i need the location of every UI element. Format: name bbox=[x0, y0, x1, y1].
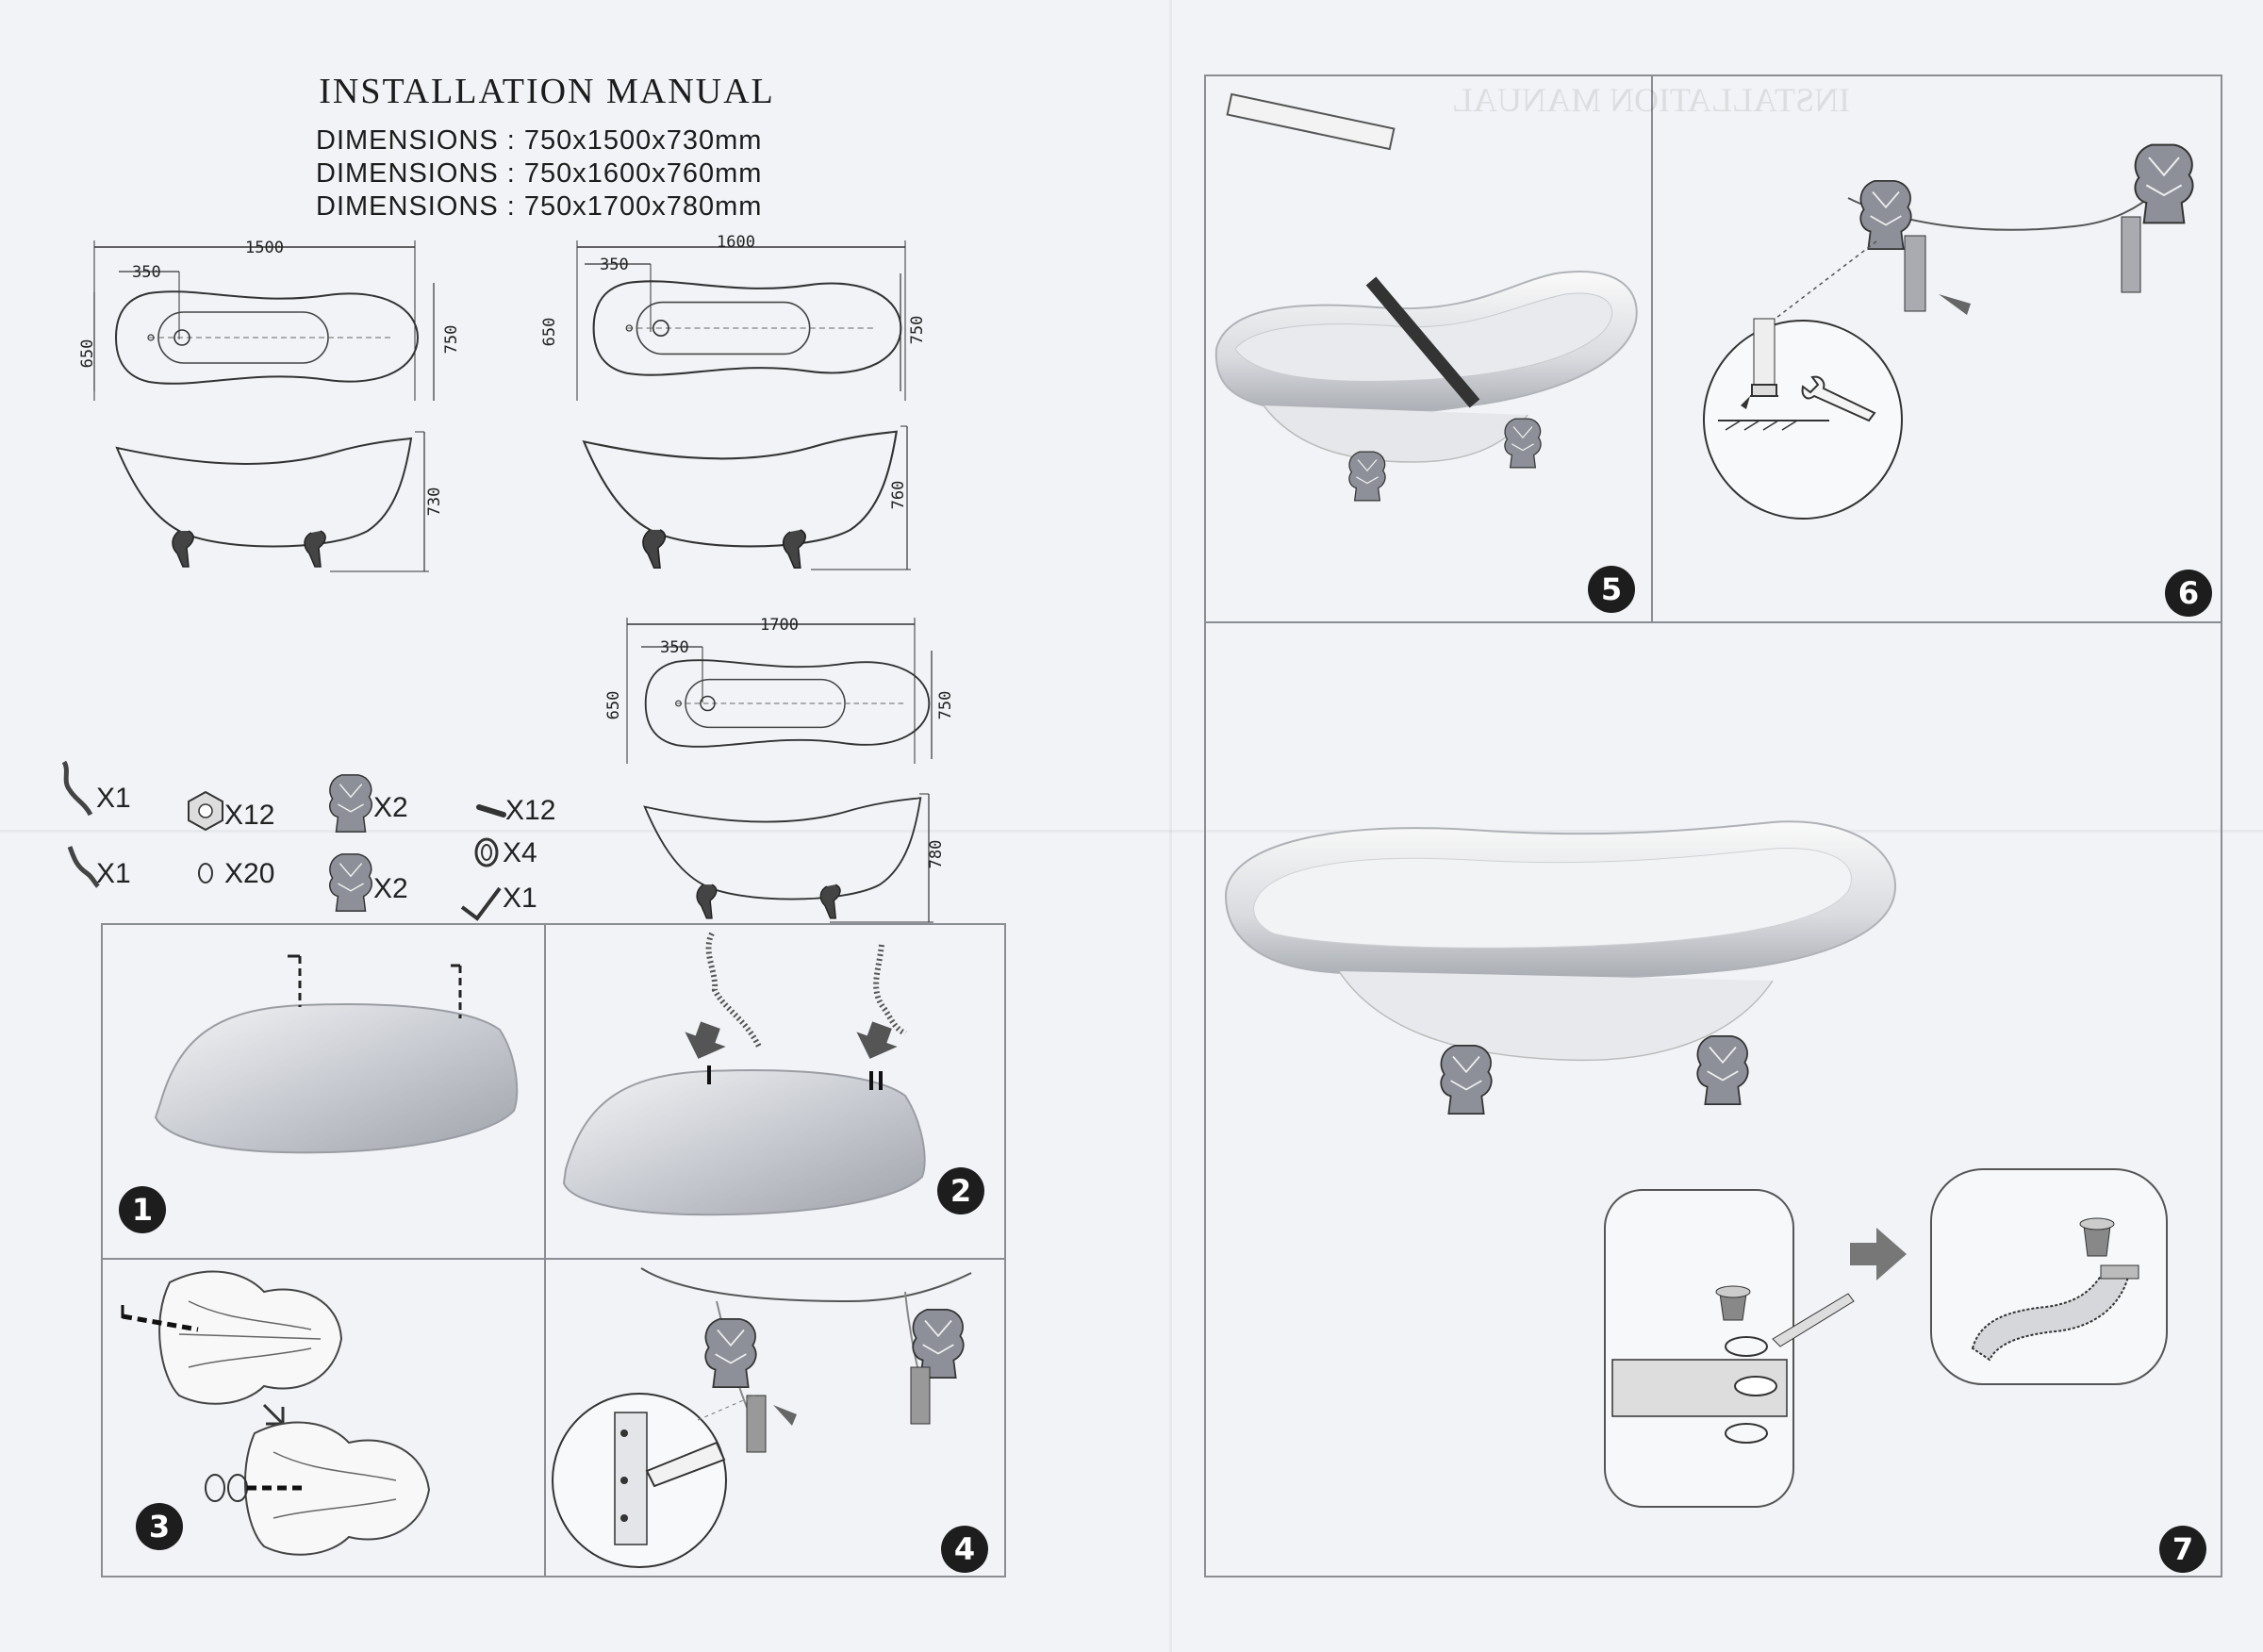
part-qty-feet-a: X2 bbox=[373, 792, 408, 823]
part-qty-rings: X4 bbox=[503, 837, 537, 868]
hex-key-icon bbox=[460, 886, 502, 921]
ring-icon bbox=[474, 837, 499, 867]
manual-title: INSTALLATION MANUAL bbox=[319, 72, 775, 111]
step-5-badge: 5 bbox=[1588, 566, 1635, 613]
drawing-1600-width-outer: 750 bbox=[908, 316, 927, 345]
part-qty-washers: X20 bbox=[224, 858, 275, 889]
fold-line-horizontal bbox=[0, 830, 2263, 833]
step-6-illustration bbox=[1703, 143, 2194, 520]
mirrored-bleed-through: INSTALLATION MANUAL bbox=[1452, 81, 1851, 119]
bolt-icon bbox=[476, 804, 506, 818]
drawing-1500-height: 730 bbox=[425, 487, 444, 517]
part-qty-hex-key: X1 bbox=[503, 883, 537, 914]
wrench-icon bbox=[1801, 375, 1876, 422]
step-4-illustration bbox=[552, 1267, 972, 1568]
part-qty-feet-b: X2 bbox=[373, 873, 408, 904]
fold-line-vertical bbox=[1169, 0, 1172, 1652]
step-6-badge: 6 bbox=[2165, 570, 2212, 617]
dimensions-list: DIMENSIONS : 750x1500x730mm DIMENSIONS :… bbox=[316, 124, 762, 223]
drawing-1600-drain: 350 bbox=[600, 256, 629, 274]
drawing-1700-width-inner: 650 bbox=[604, 691, 623, 720]
drawing-1600-height: 760 bbox=[889, 481, 908, 510]
parts-icons bbox=[61, 760, 506, 921]
steps-grid-left bbox=[101, 923, 1006, 1578]
part-qty-drain-pipe-a: X1 bbox=[96, 783, 131, 814]
washer-icon bbox=[198, 863, 213, 884]
dimension-line-3: DIMENSIONS : 750x1700x780mm bbox=[316, 191, 763, 222]
drawing-1500-drain: 350 bbox=[132, 263, 161, 282]
step-3-badge: 3 bbox=[136, 1503, 183, 1550]
step-3-illustration bbox=[121, 1270, 431, 1556]
part-qty-drain-pipe-b: X1 bbox=[96, 858, 131, 889]
step-5-illustration bbox=[1214, 92, 1638, 502]
drawing-1600-width-inner: 650 bbox=[540, 318, 559, 347]
drawing-1500-length: 1500 bbox=[245, 239, 284, 257]
drawing-1600: 1600 350 650 750 760 bbox=[540, 233, 927, 570]
drawing-1700: 1700 350 650 750 780 bbox=[604, 616, 955, 923]
step-1-badge: 1 bbox=[119, 1186, 166, 1233]
part-qty-bolts: X12 bbox=[505, 795, 556, 826]
drawing-1700-length: 1700 bbox=[760, 616, 799, 635]
flexible-drain-hose bbox=[1971, 1267, 2131, 1362]
spirit-level-icon bbox=[1226, 92, 1396, 151]
drawing-1500: 1500 350 650 750 730 bbox=[78, 239, 461, 572]
step-2-illustration bbox=[562, 932, 926, 1216]
claw-foot-icon bbox=[329, 774, 372, 833]
drain-pipe-icon bbox=[61, 760, 93, 817]
step-7-badge: 7 bbox=[2159, 1526, 2206, 1573]
drawing-1500-width-outer: 750 bbox=[442, 325, 461, 355]
step-7-illustration bbox=[1224, 820, 2168, 1508]
overflow-pipe-icon bbox=[67, 846, 100, 888]
steps-grid-right bbox=[1204, 74, 2222, 1578]
drawing-1700-width-outer: 750 bbox=[936, 691, 955, 720]
step-1-illustration bbox=[154, 954, 519, 1154]
part-qty-nuts: X12 bbox=[224, 800, 275, 831]
drawing-1700-height: 780 bbox=[927, 840, 946, 869]
dimension-line-2: DIMENSIONS : 750x1600x760mm bbox=[316, 158, 763, 189]
step-4-badge: 4 bbox=[941, 1526, 988, 1573]
drawing-1700-drain: 350 bbox=[660, 638, 689, 657]
dimension-line-1: DIMENSIONS : 750x1500x730mm bbox=[316, 125, 763, 156]
drawing-1500-width-inner: 650 bbox=[78, 339, 97, 369]
arrow-icon bbox=[1850, 1228, 1907, 1280]
step-2-badge: 2 bbox=[937, 1167, 984, 1214]
sealant-gun-icon bbox=[1772, 1293, 1855, 1347]
claw-foot-icon-b bbox=[329, 853, 372, 912]
drawing-1600-length: 1600 bbox=[717, 233, 755, 252]
